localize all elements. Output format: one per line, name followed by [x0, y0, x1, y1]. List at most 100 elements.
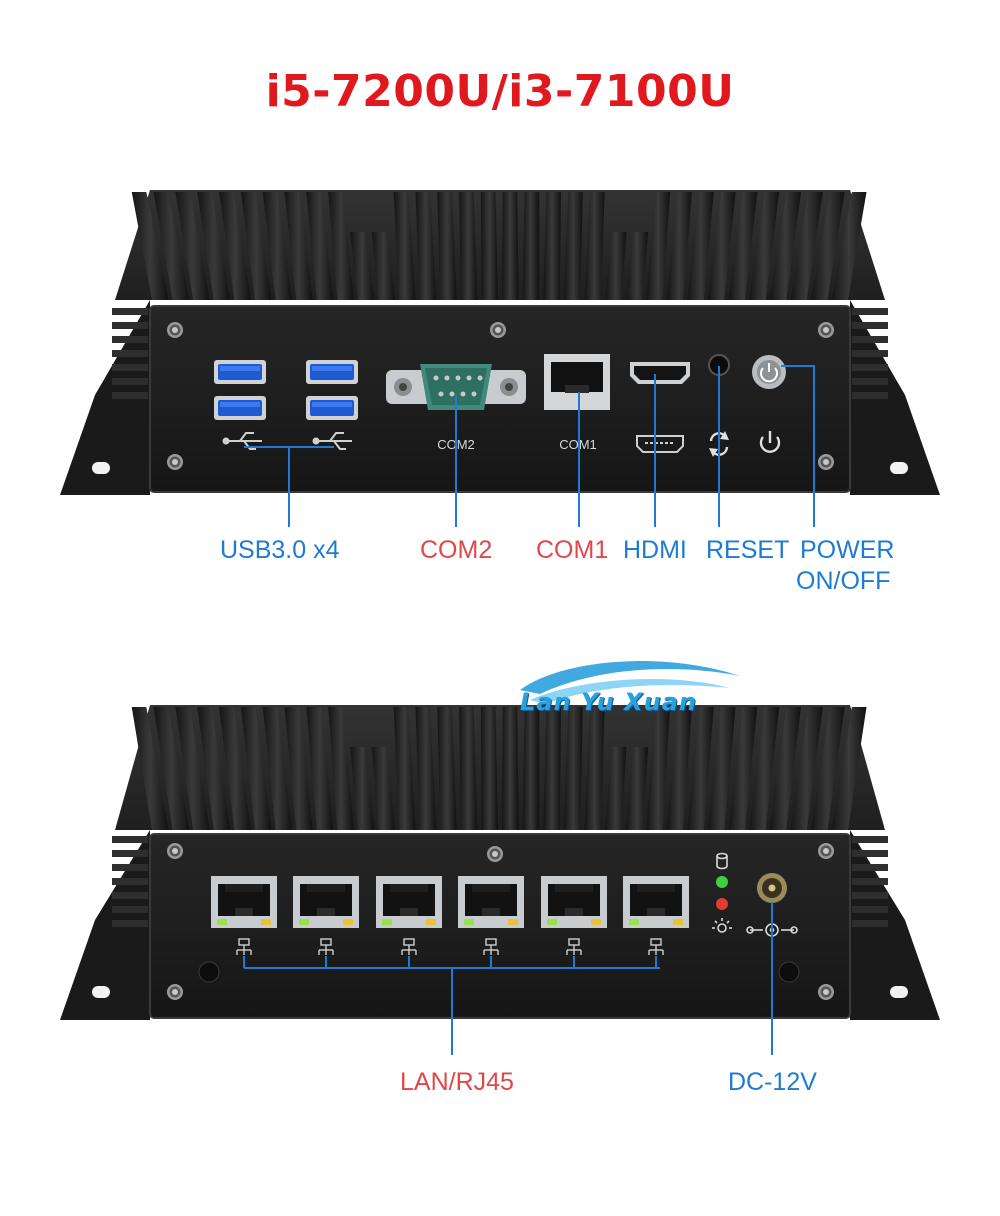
- side-fin: [112, 364, 148, 371]
- heatsink-fin: [262, 707, 293, 830]
- com1-port[interactable]: [544, 354, 610, 410]
- reset-icon: [709, 431, 729, 457]
- dc-icon: [746, 923, 798, 937]
- heatsink-fin: [480, 192, 498, 300]
- side-fin: [112, 850, 148, 857]
- side-fin: [112, 336, 148, 343]
- lan-port[interactable]: [293, 876, 359, 928]
- heatsink-fin: [240, 192, 272, 300]
- heatsink-fin: [415, 707, 437, 830]
- side-fin: [112, 878, 148, 885]
- heatsink-fin: [262, 192, 293, 300]
- heatsink-fin: [349, 747, 375, 830]
- power-icon: [759, 431, 781, 453]
- hdd-led-icon: [716, 852, 728, 870]
- heatsink-fin: [153, 707, 190, 830]
- heatsink-fin: [831, 192, 867, 300]
- heatsink-fin: [522, 707, 540, 830]
- heatsink-fin: [371, 747, 396, 830]
- rear-side-fins: [112, 836, 888, 927]
- usb-port[interactable]: [214, 396, 266, 420]
- heatsink-fin: [437, 707, 457, 830]
- heatsink-fin: [604, 232, 627, 300]
- heatsink-fin: [749, 707, 780, 830]
- heatsink-fin: [728, 707, 758, 830]
- heatsink-fin: [563, 192, 583, 300]
- heatsink-fin: [284, 707, 313, 830]
- front-callout-lines: [244, 365, 815, 527]
- usb-port[interactable]: [306, 396, 358, 420]
- heatsink-fin: [646, 192, 671, 300]
- heatsink-fin: [543, 707, 561, 830]
- side-fin: [852, 322, 888, 329]
- side-fin: [112, 836, 148, 843]
- heatsink-fin: [584, 192, 605, 300]
- heatsink-fin: [810, 707, 845, 830]
- watermark-text: Lan Yu Xuan: [520, 688, 697, 716]
- heatsink-fin: [175, 192, 210, 300]
- heatsink-fin: [810, 192, 845, 300]
- lan-port[interactable]: [376, 876, 442, 928]
- heatsink-fin: [393, 192, 416, 300]
- heatsink-fin: [393, 707, 416, 830]
- rear-chassis: [60, 705, 940, 1020]
- heatsink-fin: [666, 707, 692, 830]
- heatsink-fin: [666, 192, 692, 300]
- heatsink-fin: [306, 707, 334, 830]
- heatsink-fin: [306, 192, 334, 300]
- heatsink-fin: [459, 192, 478, 300]
- heatsink-fin: [790, 192, 823, 300]
- power-led: [716, 898, 728, 910]
- heatsink-fin: [175, 707, 210, 830]
- heatsink-fin: [131, 192, 169, 300]
- side-fin: [112, 378, 148, 385]
- side-fin: [852, 350, 888, 357]
- heatsink-fin: [604, 747, 627, 830]
- side-fin: [112, 892, 148, 899]
- heatsink-fin: [625, 747, 649, 830]
- hdmi-port[interactable]: [630, 362, 690, 384]
- heatsink-fin: [687, 192, 714, 300]
- dc-jack[interactable]: [757, 873, 787, 903]
- heatsink-fin: [563, 707, 583, 830]
- power-button[interactable]: [752, 355, 786, 389]
- side-fin: [112, 322, 148, 329]
- lan-port[interactable]: [211, 876, 277, 928]
- heatsink-fin: [153, 192, 190, 300]
- side-fin: [852, 364, 888, 371]
- lan-port[interactable]: [541, 876, 607, 928]
- callout-dc: DC-12V: [728, 1068, 817, 1096]
- side-fin: [852, 864, 888, 871]
- usb-port[interactable]: [306, 360, 358, 384]
- front-bracket-right: [850, 300, 940, 495]
- heatsink-fin: [728, 192, 758, 300]
- heatsink-fin: [437, 192, 457, 300]
- heatsink-fin: [349, 232, 375, 300]
- heatsink-fin: [769, 192, 802, 300]
- power-led-icon: [712, 918, 732, 933]
- heatsink-fin: [707, 192, 736, 300]
- heatsink-fin: [543, 192, 561, 300]
- lan-port[interactable]: [458, 876, 524, 928]
- heatsink-fin: [625, 232, 649, 300]
- usb-port[interactable]: [214, 360, 266, 384]
- heatsink-fin: [707, 707, 736, 830]
- heatsink-fin: [197, 707, 231, 830]
- hdd-led: [716, 876, 728, 888]
- heatsink-fin: [240, 707, 272, 830]
- side-fin: [852, 336, 888, 343]
- lan-port[interactable]: [623, 876, 689, 928]
- heatsink-fin: [415, 192, 437, 300]
- heatsink-fin: [459, 707, 478, 830]
- callout-usb: USB3.0 x4: [220, 536, 340, 564]
- heatsink-fin: [219, 192, 251, 300]
- heatsink-fin: [197, 192, 231, 300]
- heatsink-fin: [646, 707, 671, 830]
- side-fin: [112, 350, 148, 357]
- side-fin: [852, 878, 888, 885]
- com2-port[interactable]: [386, 364, 526, 410]
- heatsink-fin: [328, 192, 354, 300]
- side-fin: [852, 308, 888, 315]
- heatsink-fin: [480, 707, 498, 830]
